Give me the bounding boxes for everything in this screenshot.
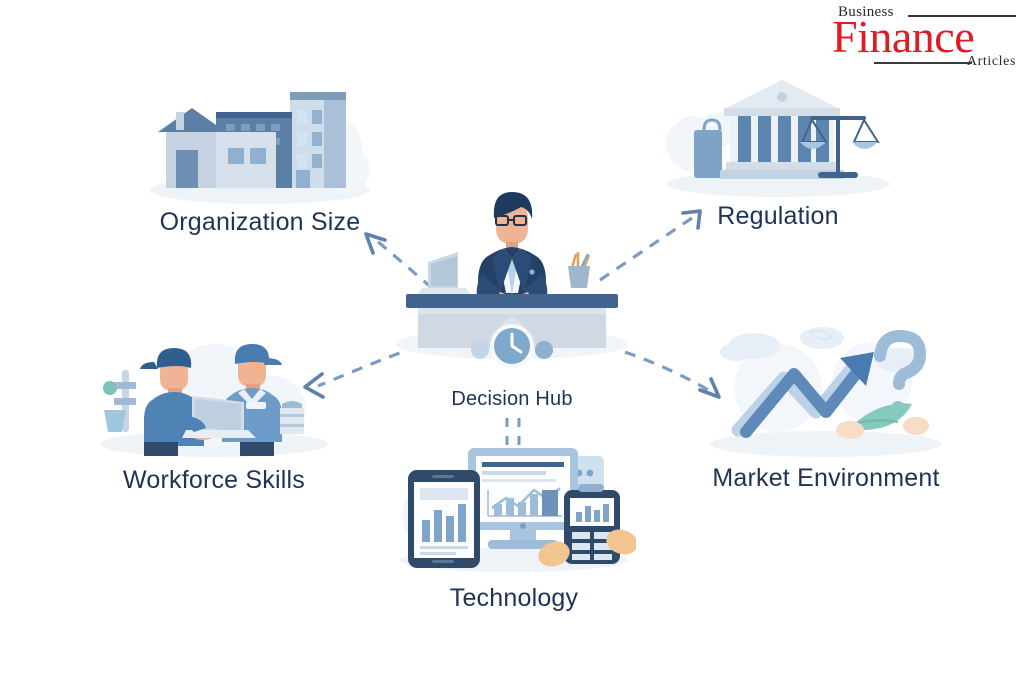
- growth-chart-question-icon: [710, 327, 942, 457]
- two-workers-laptop-icon: [100, 344, 328, 457]
- logo-line-articles: Articles: [966, 54, 1016, 69]
- node-market-environment[interactable]: Market Environment: [704, 326, 948, 502]
- courthouse-scales-icon: [666, 80, 890, 197]
- logo-rule-top: [908, 15, 1016, 17]
- brand-logo: Business Finance Articles: [830, 2, 1020, 76]
- buildings-icon: [150, 92, 370, 204]
- logo-rule-bottom: [874, 62, 972, 64]
- node-label-technology: Technology: [449, 584, 579, 612]
- node-label-regulation: Regulation: [717, 202, 839, 230]
- logo-line-business: Business: [838, 4, 894, 20]
- businessman-at-desk-with-laptop-icon: [396, 192, 628, 359]
- node-technology[interactable]: Technology: [392, 442, 636, 618]
- node-label-organization-size: Organization Size: [159, 208, 361, 236]
- node-label-workforce-skills: Workforce Skills: [123, 466, 305, 494]
- devices-analytics-icon: [400, 448, 636, 572]
- node-organization-size[interactable]: Organization Size: [140, 78, 380, 238]
- node-regulation[interactable]: Regulation: [660, 72, 896, 234]
- hub-label: Decision Hub: [451, 388, 573, 410]
- node-workforce-skills[interactable]: Workforce Skills: [96, 330, 332, 502]
- node-decision-hub[interactable]: Decision Hub: [396, 176, 628, 410]
- node-label-market-environment: Market Environment: [712, 464, 940, 492]
- clock-icon: [471, 324, 553, 368]
- logo-line-finance: Finance: [832, 11, 975, 62]
